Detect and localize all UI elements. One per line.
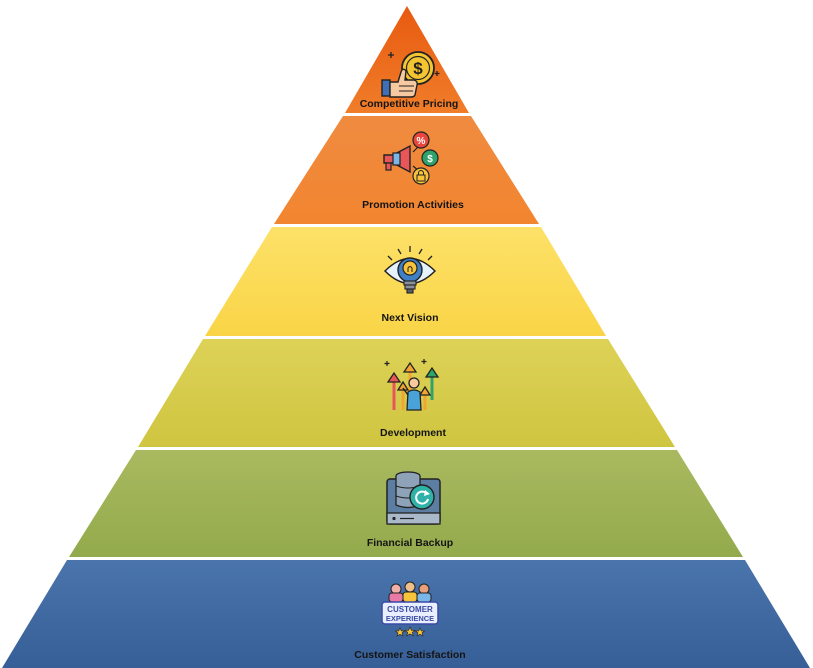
promo-dollar-sign: $	[427, 154, 433, 165]
lightbulb-eye-icon	[383, 246, 437, 294]
tier-label-financial-backup: Financial Backup	[367, 537, 453, 549]
tier-label-competitive-pricing: Competitive Pricing	[360, 98, 459, 110]
megaphone-promotion-icon: % $	[383, 131, 439, 185]
thumbs-up-dollar-icon: $	[381, 51, 440, 98]
customer-badge-line1: CUSTOMER	[387, 605, 433, 614]
database-backup-icon	[386, 471, 441, 525]
promo-percent-sign: %	[417, 136, 426, 147]
tier-label-development: Development	[380, 427, 446, 439]
pricing-dollar-sign: $	[413, 59, 423, 78]
tier-label-customer-satisfaction: Customer Satisfaction	[354, 649, 465, 661]
tier-label-promotion-activities: Promotion Activities	[362, 199, 464, 211]
star-icon	[394, 627, 406, 637]
tier-label-next-vision: Next Vision	[382, 312, 439, 324]
growth-arrows-person-icon	[384, 359, 440, 411]
star-icon	[404, 626, 416, 637]
customer-experience-icon: CUSTOMER EXPERIENCE	[381, 581, 439, 637]
star-icon	[414, 627, 426, 637]
customer-badge-line2: EXPERIENCE	[386, 614, 434, 623]
